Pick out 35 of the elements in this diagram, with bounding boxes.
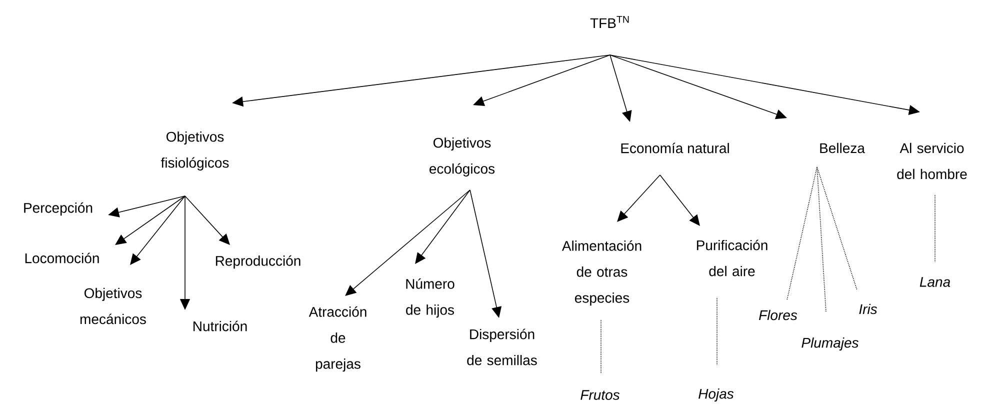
arrow [345, 190, 470, 296]
dotted-line [716, 298, 718, 366]
arrow [130, 196, 186, 265]
dotted-line [600, 320, 602, 374]
item-label: Número de hijos [406, 278, 454, 318]
item-label: Purificación del aire [696, 240, 768, 276]
example-label: Flores [758, 310, 798, 320]
item-label: Nutrición [194, 320, 247, 332]
item-label: Percepción [24, 202, 92, 216]
item-label: Alimentación de otras especies [562, 240, 642, 306]
category-label: Al servicio del hombre [897, 142, 967, 180]
arrow [660, 174, 700, 226]
item-label: Locomoción [25, 252, 99, 264]
example-label: Lana [920, 277, 950, 287]
root-label: TFB$^{TN}$ [590, 16, 629, 28]
category-label: Economía natural [621, 142, 729, 154]
dotted-line [816, 166, 826, 312]
item-label: Objetivos mecánicos [80, 288, 146, 324]
arrow [184, 196, 230, 245]
example-label: Hojas [698, 388, 734, 402]
item-label: Dispersión de semillas [467, 328, 537, 366]
example-label: Plumajes [802, 337, 858, 351]
arrow [115, 196, 186, 245]
dotted-line [786, 166, 818, 300]
category-label: Belleza [820, 142, 865, 154]
category-label: Objetivos ecológicos [430, 137, 495, 177]
item-label: Reproducción [216, 255, 300, 269]
category-label: Objetivos fisiológicos [160, 131, 229, 171]
dotted-line [934, 194, 936, 262]
arrow [617, 174, 660, 222]
example-label: Frutos [580, 390, 620, 400]
item-label: Atracción de parejas [308, 306, 366, 372]
arrow [415, 190, 470, 264]
dotted-line [816, 166, 858, 290]
example-label: Iris [859, 304, 878, 314]
